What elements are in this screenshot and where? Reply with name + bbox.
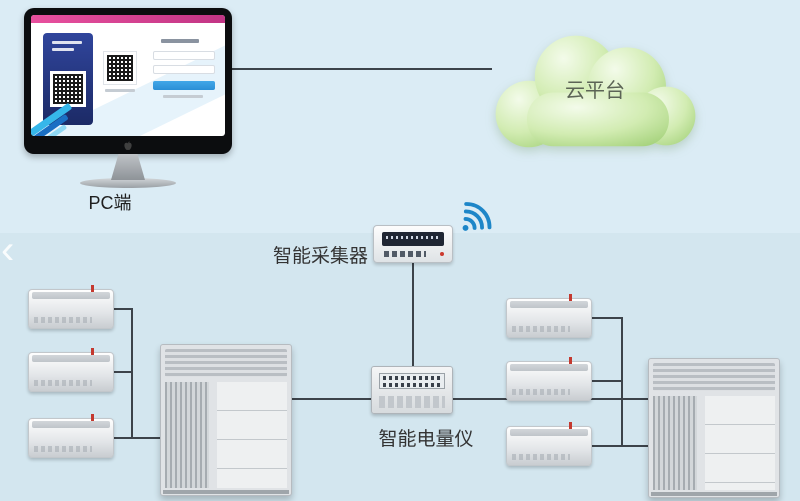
- collector-display-panel: [382, 232, 444, 246]
- line-right-outdoor-feed: [621, 445, 651, 447]
- monitor-base: [80, 178, 176, 188]
- outdoor-unit-fan-slats: [165, 349, 287, 377]
- indoor-unit-top: [32, 292, 110, 299]
- collector-led: [440, 252, 444, 256]
- collector-display-characters: [386, 236, 440, 239]
- smart-power-meter-device: [371, 366, 453, 414]
- indoor-unit: [506, 294, 592, 338]
- outdoor-unit: [160, 344, 292, 496]
- line-pc-to-cloud: [232, 68, 492, 70]
- wifi-signal-icon: [450, 194, 494, 238]
- outdoor-unit-base: [651, 492, 777, 496]
- indoor-unit-pipe: [569, 294, 572, 301]
- indoor-unit: [506, 357, 592, 401]
- pc-label: PC端: [88, 193, 132, 213]
- screen-top-bar: [31, 15, 225, 23]
- qr-pattern: [107, 55, 133, 81]
- cloud-platform-shape: [478, 12, 713, 167]
- meter-keypad: [379, 396, 445, 408]
- indoor-unit: [506, 422, 592, 466]
- cloud-icon: [495, 35, 696, 148]
- card-text-line: [52, 48, 74, 51]
- indoor-unit: [28, 414, 114, 458]
- login-username-field[interactable]: [153, 51, 215, 60]
- outdoor-unit-grille: [165, 382, 209, 488]
- cloud-platform-label: 云平台: [565, 80, 625, 102]
- indoor-unit-top: [510, 301, 588, 308]
- indoor-unit-vent: [512, 326, 570, 332]
- line-right-stub-3: [592, 445, 623, 447]
- indoor-unit-vent: [34, 380, 92, 386]
- meter-label: 智能电量仪: [378, 429, 474, 450]
- smart-collector-device: [373, 225, 453, 263]
- line-collector-to-meter: [412, 263, 414, 367]
- indoor-unit-pipe: [91, 285, 94, 292]
- meter-display: [379, 373, 445, 389]
- meter-display-row: [383, 376, 441, 380]
- indoor-unit-vent: [34, 446, 92, 452]
- qr-caption-line: [105, 89, 135, 92]
- line-right-stub-1: [592, 317, 623, 319]
- indoor-unit-pipe: [569, 422, 572, 429]
- qr-code-login: [103, 51, 137, 85]
- qr-code-app: [50, 71, 86, 107]
- indoor-unit-top: [510, 364, 588, 371]
- login-submit-button[interactable]: [153, 81, 215, 90]
- indoor-unit: [28, 285, 114, 329]
- indoor-unit-pipe: [91, 414, 94, 421]
- meter-display-row: [383, 383, 441, 387]
- line-left-riser: [131, 308, 133, 438]
- indoor-unit-top: [32, 421, 110, 428]
- monitor-stand: [111, 154, 145, 180]
- line-left-stub-2: [112, 371, 133, 373]
- line-left-stub-1: [112, 308, 133, 310]
- indoor-unit: [28, 348, 114, 392]
- line-right-stub-2: [592, 380, 623, 382]
- indoor-unit-top: [510, 429, 588, 436]
- outdoor-unit-panel: [705, 396, 775, 490]
- collector-buttons: [384, 251, 426, 257]
- line-left-stub-3: [112, 437, 133, 439]
- login-footer-line: [163, 95, 203, 98]
- outdoor-unit-panel: [217, 382, 287, 488]
- indoor-unit-vent: [34, 317, 92, 323]
- pc-monitor: [24, 8, 232, 188]
- indoor-unit-pipe: [569, 357, 572, 364]
- qr-pattern: [53, 74, 83, 104]
- indoor-unit-vent: [512, 389, 570, 395]
- outdoor-unit-base: [163, 490, 289, 494]
- monitor-bezel: [24, 8, 232, 154]
- apple-logo-icon: [124, 141, 132, 150]
- outdoor-unit-fan-slats: [653, 363, 775, 391]
- line-meter-bus: [289, 398, 649, 400]
- carousel-prev-chevron[interactable]: ‹: [1, 228, 15, 272]
- collector-label: 智能采集器: [272, 246, 368, 267]
- indoor-unit-vent: [512, 454, 570, 460]
- card-text-line: [52, 41, 82, 44]
- line-left-outdoor-feed: [131, 437, 164, 439]
- login-password-field[interactable]: [153, 65, 215, 74]
- indoor-unit-pipe: [91, 348, 94, 355]
- login-form-title-line: [161, 39, 199, 43]
- indoor-unit-top: [32, 355, 110, 362]
- outdoor-unit-grille: [653, 396, 697, 490]
- monitor-screen-login-page: [31, 15, 225, 136]
- outdoor-unit: [648, 358, 780, 498]
